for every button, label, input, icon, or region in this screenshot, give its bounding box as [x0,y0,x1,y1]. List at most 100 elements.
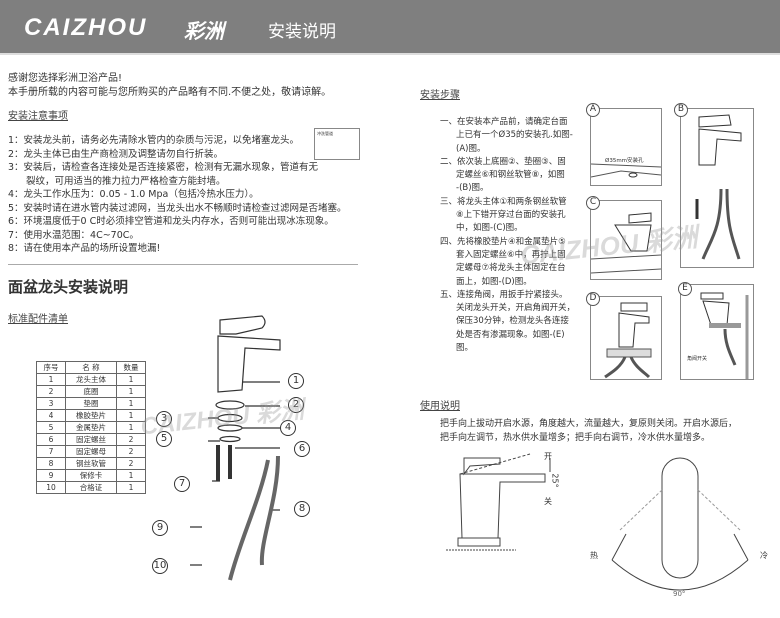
table-cell: 2 [115,457,147,470]
step-line: 图。 [456,343,474,354]
rotate-angle-label: 90° [673,590,686,598]
part-callout: 2 [288,397,304,413]
table-cell: 7 [35,445,67,458]
main-title: 面盆龙头安装说明 [8,278,129,296]
table-cell: 1 [115,481,147,494]
table-cell: 金属垫片 [65,421,117,434]
usage-text: 把手向上拔动开启水源，角度越大，流量越大，复原则关闭。开启水源后， 把手向左调节… [440,417,737,445]
note-item: 7：使用水温范围：4C~70C。 [8,229,139,241]
flush-pipe-figure: 冲洗管道 [314,128,360,160]
close-label: 关 [544,497,552,506]
figure-d-label: D [586,292,600,306]
notes-list: 1：安装龙头前，请务必先清除水管内的杂质与污泥，以免堵塞龙头。 2：龙头主体已由… [8,134,347,256]
col-name: 名 称 [65,361,117,374]
table-cell: 1 [115,469,147,482]
step-line: 套入固定螺丝⑥中，再拧上固 [456,249,566,260]
steps-list: 一、在安装本产品前，请确定台面上已有一个Ø35的安装孔.如图-(A)图。二、依次… [440,116,575,355]
figure-b [680,108,754,268]
note-item: 2：龙头主体已由生产商检测及调整请勿自行折装。 [8,148,224,160]
note-item: 4：龙头工作水压为：0.05 - 1.0 Mpa（包括冷热水压力）。 [8,189,259,200]
step-line: 面上，如图-(D)图。 [456,276,532,287]
usage-line: 把手向左调节，热水供水量增多；把手向右调节，冷水供水量增多。 [440,433,711,443]
part-callout: 10 [152,558,168,574]
flush-pipe-label: 冲洗管道 [317,131,333,136]
divider [8,264,358,265]
table-cell: 10 [35,481,67,494]
brand-logo: CAIZHOU [24,14,148,41]
step-line: 上已有一个Ø35的安装孔.如图- [456,130,573,141]
table-cell: 底圈 [65,385,117,398]
faucet-handle [219,315,266,335]
table-cell: 固定螺母 [65,445,117,458]
col-qty: 数量 [115,361,147,374]
intro-line: 感谢您选择彩洲卫浴产品! [8,73,123,84]
part-callout: 5 [156,431,172,447]
valve-label: 角阀开关 [687,356,708,362]
table-cell: 固定螺丝 [65,433,117,446]
usage-heading: 使用说明 [420,401,460,412]
table-cell: 橡胶垫片 [65,409,117,422]
table-cell: 1 [115,373,147,386]
figure-a-label: A [586,103,600,117]
intro-line: 本手册所载的内容可能与您所购买的产品略有不同.不便之处，敬请谅解。 [8,86,332,98]
notes-heading: 安装注意事项 [8,111,68,122]
figure-c-label: C [586,196,600,210]
note-item: 6：环境温度低于0 C时必须排空管道和龙头内存水，否则可能出现冰冻现象。 [8,216,334,227]
hole-label: Ø35mm安装孔 [605,158,644,164]
table-cell: 4 [35,409,67,422]
note-item: 5：安装时请在进水管内装过滤网，当龙头出水不畅顺时请检查过滤网是否堵塞。 [8,202,347,214]
brand-logo-cn: 彩洲 [184,19,224,43]
part-callout: 6 [294,441,310,457]
table-cell: 龙头主体 [65,373,117,386]
part-callout: 9 [152,520,168,536]
table-cell: 1 [115,385,147,398]
note-item: 3：安装后，请检查各连接处是否连接紧密，检测有无漏水现象，管道有无 [8,162,319,173]
part-callout: 4 [280,420,296,436]
col-no: 序号 [35,361,67,374]
table-cell: 垫圈 [65,397,117,410]
usage-line: 把手向上拔动开启水源，角度越大，流量越大，复原则关闭。开启水源后， [440,419,738,429]
note-item: 裂纹，可用适当的推力拉力严格检查方能封墙。 [26,175,226,187]
step-line: ⑧上下错开穿过台面的安装孔 [456,210,566,221]
lift-angle-label: 25° [550,473,560,488]
step-line: 中，如图-(C)图。 [456,223,523,234]
hot-label: 热 [590,551,598,560]
table-header: 序号名 称数量 [35,361,147,374]
step-line: 定螺母⑦将龙头主体固定在台 [456,263,566,274]
step-line: 二、依次装上底圈②、垫圈③、固 [440,156,566,167]
figure-d [590,296,662,380]
step-line: 定螺丝⑥和钢丝软管⑧，如图 [456,170,565,181]
step-line: 一、在安装本产品前，请确定台面 [440,117,568,127]
step-line: 五、连接角阀，用扳手拧紧接头。 [440,289,568,300]
steps-heading: 安装步骤 [420,90,460,101]
table-cell: 3 [35,397,67,410]
parts-heading: 标准配件清单 [8,314,68,325]
intro: 感谢您选择彩洲卫浴产品! 本手册所载的内容可能与您所购买的产品略有不同.不便之处… [8,72,331,99]
step-line: -(B)图。 [456,183,489,194]
figure-e-label: E [678,282,692,296]
table-cell: 2 [115,445,147,458]
step-line: 处是否有渗漏现象。如图-(E) [456,329,565,340]
figure-e: 角阀开关 [680,284,754,380]
faucet-body [217,335,281,393]
cold-label: 冷 [760,551,768,560]
table-cell: 合格证 [65,481,117,494]
exploded-faucet-diagram [190,315,281,581]
table-cell: 钢丝软管 [65,457,117,470]
header-banner: CAIZHOU 彩洲 安装说明 [0,0,780,55]
table-cell: 8 [35,457,67,470]
part-callout: 8 [294,501,310,517]
table-cell: 5 [35,421,67,434]
lever-lift-diagram [446,453,551,551]
